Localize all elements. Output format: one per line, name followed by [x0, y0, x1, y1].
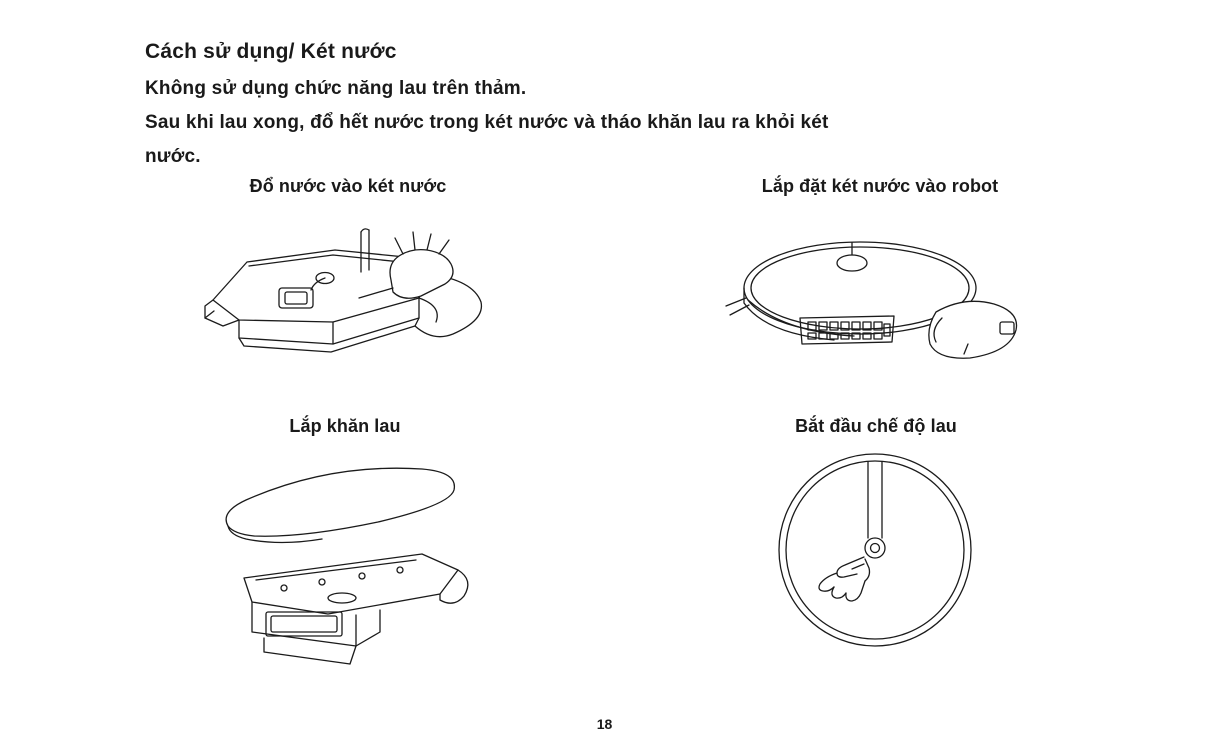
caption-start-mop: Bắt đầu chế độ lau	[795, 416, 957, 436]
tank-box	[251, 601, 381, 665]
filler-port	[278, 271, 335, 309]
mop-cloth	[225, 467, 456, 544]
install-tank-drawing	[725, 241, 1018, 359]
illustration-attach-cloth	[210, 450, 488, 670]
pointing-hand-icon	[818, 556, 871, 602]
water-stream	[360, 228, 370, 273]
caption-pour-water: Đổ nước vào két nước	[249, 176, 447, 196]
hand-icon	[358, 231, 454, 299]
page-number: 18	[596, 716, 613, 732]
intro-text-line-2: Sau khi lau xong, đổ hết nước trong két …	[145, 112, 829, 133]
intro-text-line-3: nước.	[145, 146, 201, 167]
water-tank-piece	[928, 300, 1018, 359]
intro-text-line-1: Không sử dụng chức năng lau trên thảm.	[145, 78, 527, 99]
robot-body	[725, 241, 977, 345]
tank-plate	[243, 553, 469, 615]
illustration-pour-water	[183, 220, 505, 382]
attach-cloth-drawing	[225, 467, 469, 665]
illustration-start-mop	[770, 446, 980, 656]
caption-attach-cloth: Lắp khăn lau	[289, 416, 401, 436]
robot-top-view	[778, 453, 972, 647]
caption-install-tank: Lắp đặt két nước vào robot	[761, 176, 999, 196]
illustration-install-tank	[712, 226, 1034, 388]
robot-grille	[799, 315, 895, 345]
pour-water-drawing	[204, 228, 483, 353]
page-title: Cách sử dụng/ Két nước	[145, 40, 397, 63]
start-mop-drawing	[778, 453, 972, 647]
